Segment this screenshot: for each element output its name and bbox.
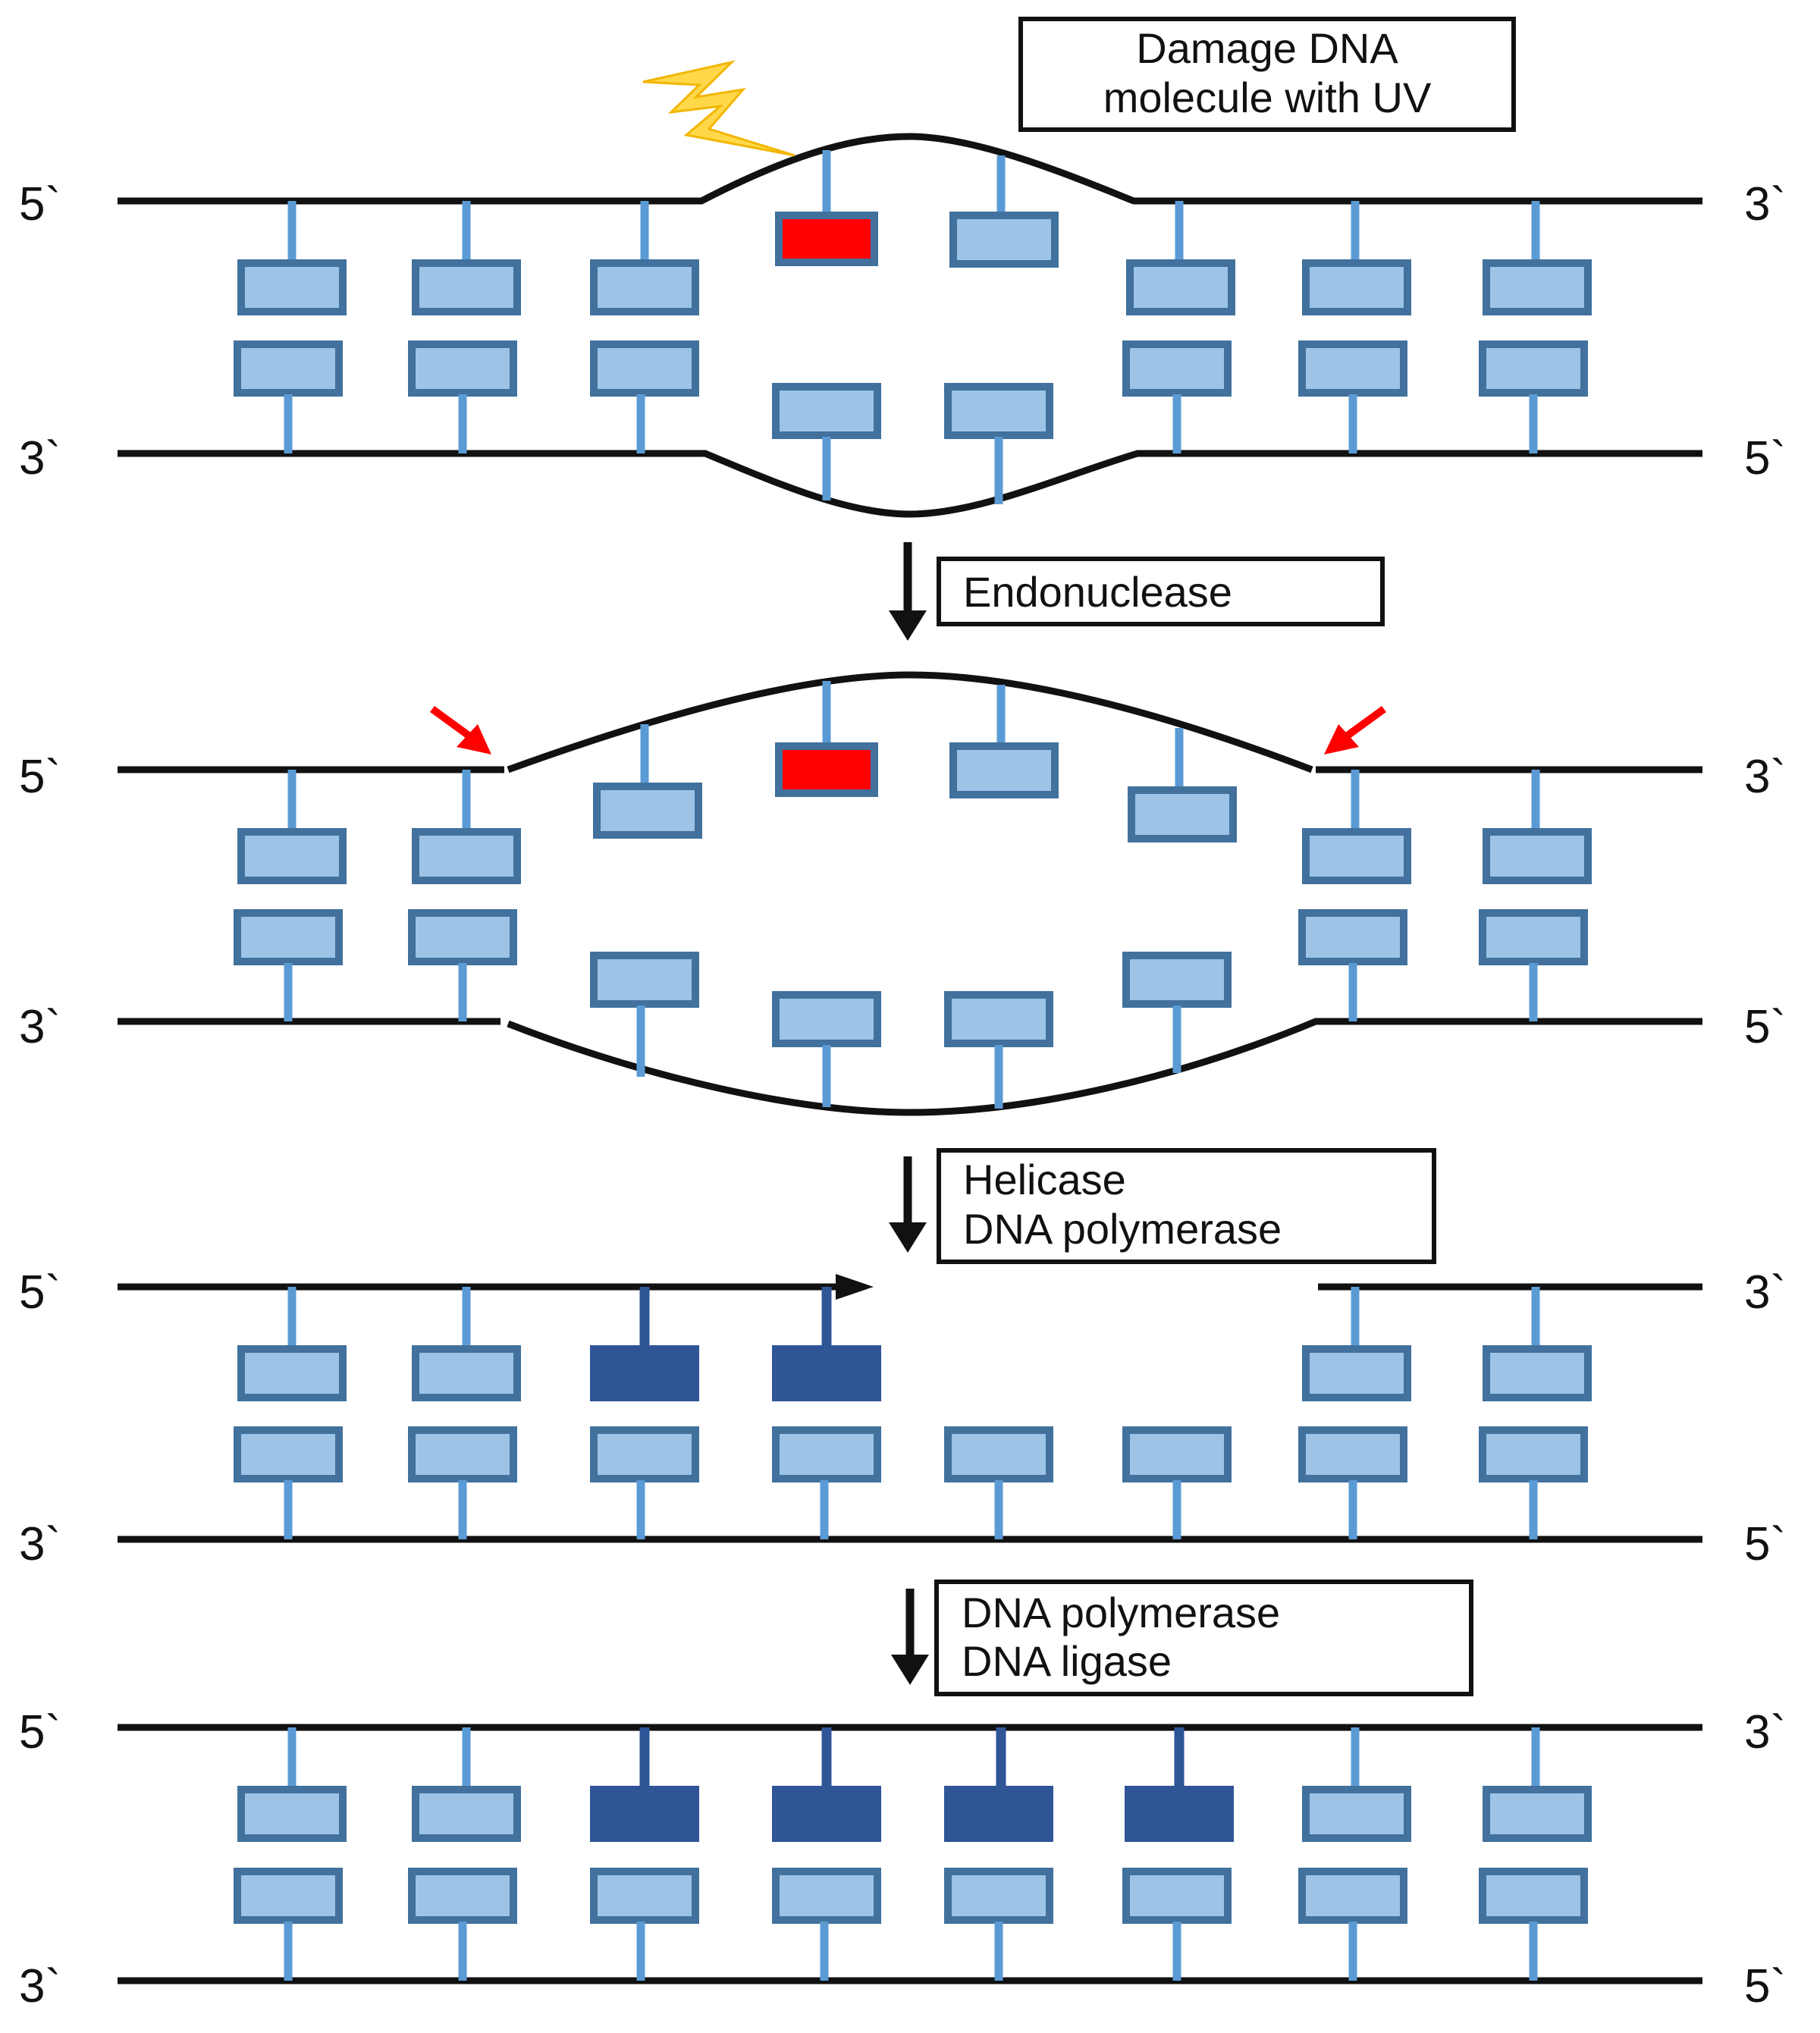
nucleotide-pair: [408, 1287, 521, 1539]
strand-end-label: 5`: [19, 178, 61, 231]
arrow-down-icon: [889, 1156, 927, 1253]
synthesis-direction-arrow: [836, 1274, 874, 1300]
unpaired-nucleotide: [772, 383, 881, 500]
strand-end-label: 5`: [1744, 432, 1786, 485]
step-box-helicase: [937, 1148, 1436, 1264]
unpaired-nucleotide: [944, 383, 1053, 504]
nucleotide-pair: [1298, 1287, 1411, 1539]
unpaired-nucleotide: [1122, 952, 1232, 1073]
strand-end-label: 5`: [19, 1266, 61, 1319]
strand-end-label: 3`: [1744, 1266, 1786, 1319]
stage-repaired-dna: 5` 3` 3` 5`: [19, 1706, 1786, 2013]
strand-end-label: 5`: [19, 1706, 61, 1758]
nucleotide-pair: [234, 1287, 347, 1539]
excised-nucleotide: [1128, 728, 1237, 842]
strand-end-label: 3`: [19, 1960, 61, 2013]
strand-end-label: 3`: [19, 1001, 61, 1053]
nucleotide-pair: [1122, 201, 1235, 453]
stage-incision: 5` 3` 3` 5`: [19, 671, 1786, 1116]
strand-end-label: 3`: [19, 1518, 61, 1570]
strand-end-label: 5`: [19, 751, 61, 803]
lightning-icon: [642, 60, 795, 157]
ligase-label-line1: DNA polymerase: [962, 1589, 1280, 1636]
helicase-label-line2: DNA polymerase: [963, 1205, 1282, 1253]
bottom-strand: [118, 450, 1702, 518]
template-nucleotide: [944, 1426, 1053, 1539]
strand-end-label: 5`: [1744, 1518, 1786, 1570]
unpaired-nucleotide: [772, 991, 881, 1107]
nucleotide-pair: [1479, 770, 1592, 1021]
step-box-damage: [1018, 17, 1516, 132]
nucleotide-pair: [1479, 1287, 1592, 1539]
excised-nucleotide: [593, 724, 702, 839]
red-arrow-icon: [430, 705, 491, 755]
endonuclease-label: Endonuclease: [963, 568, 1232, 616]
ligase-label-line2: DNA ligase: [962, 1637, 1172, 1685]
damaged-nucleotide: [775, 150, 878, 266]
strand-end-label: 5`: [1744, 1001, 1786, 1053]
damaged-nucleotide: [775, 681, 878, 797]
unpaired-nucleotide: [590, 952, 699, 1077]
nucleotide-pair: [408, 1727, 521, 1981]
strand-end-label: 3`: [1744, 751, 1786, 803]
new-nucleotide-pair: [944, 1727, 1053, 1981]
new-nucleotide-pair: [772, 1287, 881, 1539]
arrow-down-icon: [891, 1589, 929, 1685]
nucleotide-pair: [408, 201, 521, 453]
strand-end-label: 3`: [1744, 178, 1786, 231]
nucleotide-pair: [1298, 770, 1411, 1021]
bottom-strand-right: [507, 1018, 1702, 1116]
template-nucleotide: [1122, 1426, 1232, 1539]
nucleotide-pair: [408, 770, 521, 1021]
helicase-label-line1: Helicase: [963, 1156, 1126, 1203]
strand-end-label: 3`: [19, 432, 61, 485]
new-nucleotide-pair: [590, 1727, 699, 1981]
nucleotide-pair: [590, 201, 699, 453]
top-strand: [118, 133, 1702, 205]
stage-resynthesis: 5` 3` 3` 5`: [19, 1266, 1786, 1570]
strand-end-label: 5`: [1744, 1960, 1786, 2013]
excised-nucleotide: [949, 685, 1059, 798]
arrow-down-icon: [889, 542, 927, 641]
damage-label-line1: Damage DNA: [1136, 24, 1398, 72]
nucleotide-pair: [234, 1727, 347, 1981]
stage-damaged-dna: Damage DNA molecule with UV 5` 3` 3` 5`: [19, 17, 1786, 518]
excision-fragment: [507, 671, 1313, 773]
nucleotide-pair: [1298, 201, 1411, 453]
unpaired-nucleotide: [944, 991, 1053, 1109]
nucleotide-pair: [234, 201, 347, 453]
nucleotide-pair: [234, 770, 347, 1021]
step-box-ligase: [934, 1580, 1473, 1696]
nucleotide-pair: [1479, 201, 1592, 453]
strand-end-label: 3`: [1744, 1706, 1786, 1758]
red-arrow-icon: [1324, 705, 1386, 755]
new-nucleotide-pair: [590, 1287, 699, 1539]
new-nucleotide-pair: [772, 1727, 881, 1981]
step-box-endonuclease: [937, 557, 1385, 626]
nucleotide-pair: [1298, 1727, 1411, 1981]
nucleotide-pair: [1479, 1727, 1592, 1981]
damage-label-line2: molecule with UV: [1103, 74, 1432, 121]
new-nucleotide-pair: [1122, 1727, 1234, 1981]
unpaired-nucleotide: [949, 155, 1059, 268]
